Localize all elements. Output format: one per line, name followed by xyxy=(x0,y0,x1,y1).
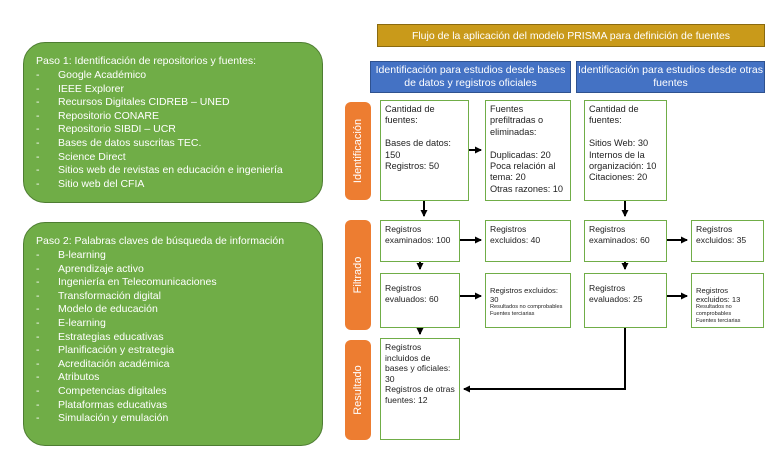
step1-item-label: Recursos Digitales CIDREB – UNED xyxy=(58,96,230,109)
box-result: Registros incluidos de bases y oficiales… xyxy=(380,338,460,440)
phase-resultado: Resultado xyxy=(345,340,371,440)
bullet-dash-icon: - xyxy=(36,412,40,425)
step2-item: - Aprendizaje activo xyxy=(36,263,312,277)
step1-title: Paso 1: Identificación de repositorios y… xyxy=(36,55,257,67)
step2-item: - Competencias digitales xyxy=(36,385,312,399)
step2-item-label: Planificación y estrategia xyxy=(58,344,175,357)
step2-item-label: Simulación y emulación xyxy=(58,412,169,425)
bullet-dash-icon: - xyxy=(36,164,40,177)
step1-item: - Repositorio CONARE xyxy=(36,110,312,124)
box-examined-db: Registros examinados: 100 xyxy=(380,220,460,262)
bullet-dash-icon: - xyxy=(36,289,40,302)
flow-title: Flujo de la aplicación del modelo PRISMA… xyxy=(377,24,765,47)
box-excluded-db: Registros excluidos: 40 xyxy=(485,220,571,262)
step2-title: Paso 2: Palabras claves de búsqueda de i… xyxy=(36,235,285,247)
step1-item-label: Google Académico xyxy=(58,69,147,81)
step2-item: - Plataformas educativas xyxy=(36,399,312,413)
step2-item: - Simulación y emulación xyxy=(36,412,312,426)
step2-item-label: Ingeniería en Telecomunicaciones xyxy=(58,276,217,289)
step1-item: - Sitio web del CFIA xyxy=(36,178,312,192)
step1-item: - Repositorio SIBDI – UCR xyxy=(36,123,312,137)
arrow-eval-other-to-result xyxy=(463,328,626,393)
step1-item: - Google Académico xyxy=(36,69,312,83)
step2-item-label: Transformación digital xyxy=(58,289,161,302)
bullet-dash-icon: - xyxy=(36,316,40,329)
step2-item-label: Aprendizaje activo xyxy=(58,262,144,275)
step2-item-label: Estrategias educativas xyxy=(58,330,164,343)
step1-list: - Google Académico - IEEE Explorer - Recursos… xyxy=(36,69,312,191)
step1-item-label: Repositorio SIBDI – UCR xyxy=(58,123,176,136)
step2-item: - Atributos xyxy=(36,371,312,385)
box-excluded2-db: Registros excluidos: 30 Resultados no co… xyxy=(485,273,571,328)
box-evaluated-db: Registros evaluados: 60 xyxy=(380,273,460,328)
step2-item-label: Acreditación académica xyxy=(58,357,170,370)
col1-header: Identificación para estudios desde bases… xyxy=(370,61,571,93)
step1-item: - Science Direct xyxy=(36,151,312,165)
bullet-dash-icon: - xyxy=(36,96,40,109)
step2-item-label: Competencias digitales xyxy=(58,384,167,397)
excluded2-other-note: Resultados no comprobables Fuentes terci… xyxy=(696,304,741,324)
box-evaluated-other: Registros evaluados: 25 xyxy=(584,273,667,328)
step1-item: - Recursos Digitales CIDREB – UNED xyxy=(36,96,312,110)
step2-panel: Paso 2: Palabras claves de búsqueda de i… xyxy=(23,222,323,446)
step2-item: - E-learning xyxy=(36,317,312,331)
step1-item-label: IEEE Explorer xyxy=(58,82,124,95)
bullet-dash-icon: - xyxy=(36,398,40,411)
box-excluded2-other: Registros excluidos: 13 Resultados no co… xyxy=(691,273,764,328)
step1-item: - IEEE Explorer xyxy=(36,83,312,97)
step2-item: - Ingeniería en Telecomunicaciones xyxy=(36,276,312,290)
bullet-dash-icon: - xyxy=(36,330,40,343)
bullet-dash-icon: - xyxy=(36,123,40,136)
phase-filtrado: Filtrado xyxy=(345,220,371,330)
step2-item: - Estrategias educativas xyxy=(36,331,312,345)
bullet-dash-icon: - xyxy=(36,276,40,289)
bullet-dash-icon: - xyxy=(36,109,40,122)
step1-item-label: Science Direct xyxy=(58,150,126,163)
bullet-dash-icon: - xyxy=(36,384,40,397)
step2-item-label: E-learning xyxy=(58,316,106,329)
excluded2-db-note: Resultados no comprobables Fuentes terci… xyxy=(490,304,563,317)
bullet-dash-icon: - xyxy=(36,136,40,149)
step2-item-label: Plataformas educativas xyxy=(58,398,168,411)
bullet-dash-icon: - xyxy=(36,371,40,384)
bullet-dash-icon: - xyxy=(36,249,40,261)
box-excluded-other: Registros excluidos: 35 xyxy=(691,220,764,262)
step1-item-label: Sitio web del CFIA xyxy=(58,177,145,190)
bullet-dash-icon: - xyxy=(36,69,40,81)
step1-item: - Bases de datos suscritas TEC. xyxy=(36,137,312,151)
phase-identificacion: Identificación xyxy=(345,102,371,200)
step2-item-label: B-learning xyxy=(58,249,106,261)
box-identification-db: Cantidad de fuentes: Bases de datos: 150… xyxy=(380,100,469,201)
bullet-dash-icon: - xyxy=(36,344,40,357)
box-identification-other: Cantidad de fuentes: Sitios Web: 30 Inte… xyxy=(584,100,667,201)
excluded2-other-title: Registros excluidos: 13 xyxy=(696,286,741,304)
col2-header: Identificación para estudios desde otras… xyxy=(576,61,765,93)
box-prefiltered: Fuentes prefiltradas o eliminadas: Dupli… xyxy=(485,100,571,201)
step2-item: - Acreditación académica xyxy=(36,358,312,372)
step1-item-label: Sitios web de revistas en educación e in… xyxy=(58,164,283,177)
box-examined-other: Registros examinados: 60 xyxy=(584,220,667,262)
step2-item: - Planificación y estrategia xyxy=(36,344,312,358)
bullet-dash-icon: - xyxy=(36,150,40,163)
bullet-dash-icon: - xyxy=(36,303,40,316)
step2-item: - Transformación digital xyxy=(36,290,312,304)
bullet-dash-icon: - xyxy=(36,82,40,95)
bullet-dash-icon: - xyxy=(36,177,40,190)
step1-item-label: Repositorio CONARE xyxy=(58,109,159,122)
excluded2-db-title: Registros excluidos: 30 xyxy=(490,286,558,304)
bullet-dash-icon: - xyxy=(36,262,40,275)
step2-list: - B-learning - Aprendizaje activo - Ingenierí… xyxy=(36,249,312,426)
step2-item: - Modelo de educación xyxy=(36,303,312,317)
step2-item-label: Atributos xyxy=(58,371,100,384)
step2-item-label: Modelo de educación xyxy=(58,303,158,316)
step1-item-label: Bases de datos suscritas TEC. xyxy=(58,136,202,149)
step2-item: - B-learning xyxy=(36,249,312,263)
step1-item: - Sitios web de revistas en educación e i… xyxy=(36,164,312,178)
step1-panel: Paso 1: Identificación de repositorios y… xyxy=(23,42,323,203)
bullet-dash-icon: - xyxy=(36,357,40,370)
